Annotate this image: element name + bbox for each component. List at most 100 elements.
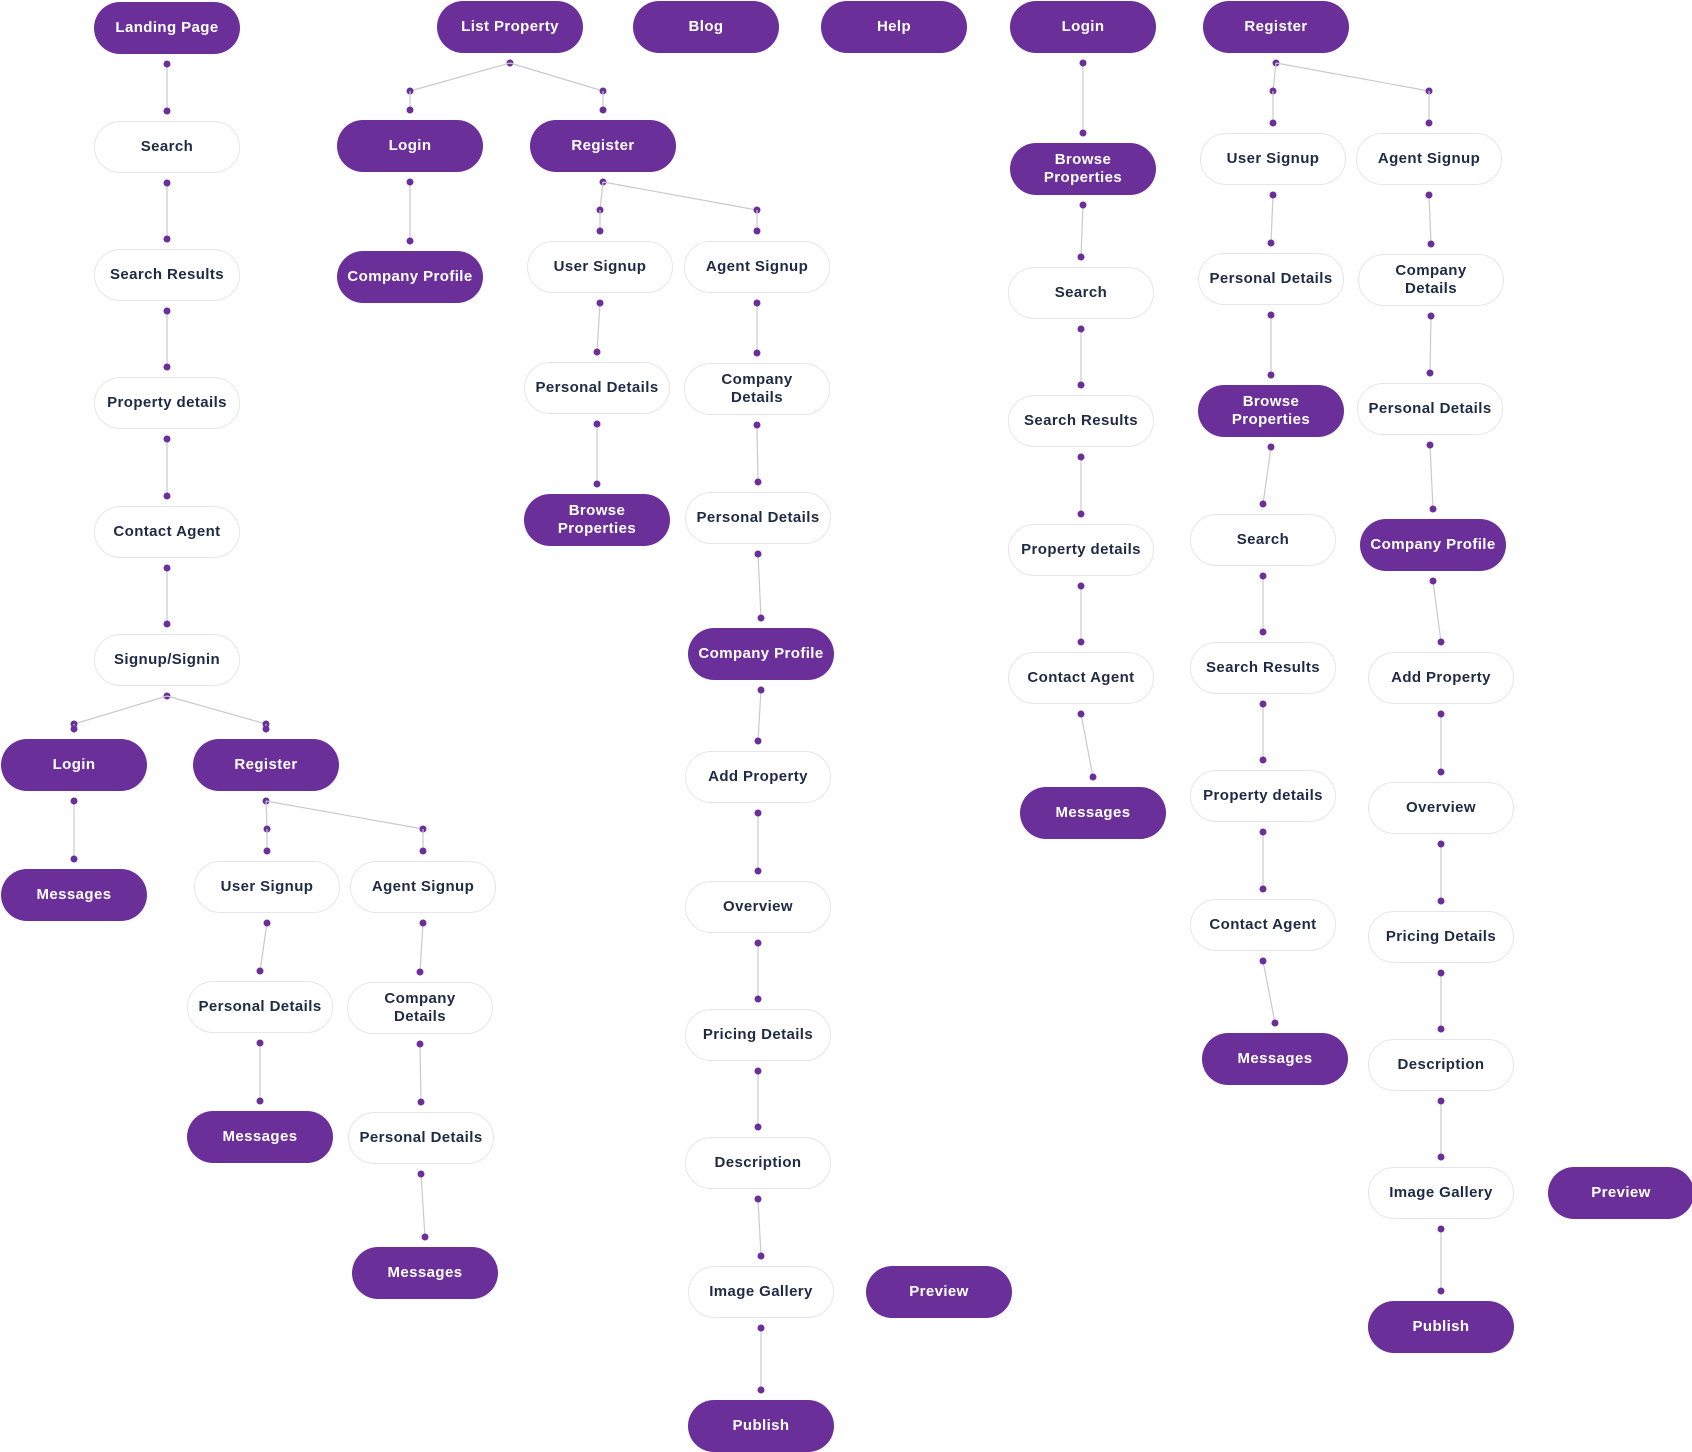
connector-lst-agent-personal-lst-agent-profile (754, 550, 765, 622)
node-lst-agent-signup: Agent Signup (684, 241, 830, 293)
node-rg-agent-company: Company Details (1358, 254, 1504, 306)
node-lg-contact-agent: Contact Agent (1008, 652, 1154, 704)
connector-rg-overview-rg-pricing (1437, 840, 1445, 905)
node-lg-property-details: Property details (1008, 524, 1154, 576)
node-rg-add-property: Add Property (1368, 652, 1514, 704)
node-lp-property-details: Property details (94, 377, 240, 429)
connector-lp-property-details-lp-contact-agent (163, 435, 171, 500)
connector-lp-search-results-lp-property-details (163, 307, 171, 371)
node-lp-agent-messages: Messages (352, 1247, 498, 1299)
connector-rg-user-personal-rg-user-browse (1267, 311, 1275, 379)
connector-lst-add-property-lst-overview (754, 809, 762, 875)
node-lst-user-signup: User Signup (527, 241, 673, 293)
connector-branch-list-property (406, 59, 607, 114)
connector-lst-user-signup-lst-user-personal (593, 299, 604, 356)
connector-rg-user-browse-rg-search (1259, 443, 1275, 508)
connector-rg-search-rg-search-results (1259, 572, 1267, 636)
connector-lg-contact-agent-lg-messages (1077, 710, 1097, 781)
connector-lg-property-details-lg-contact-agent (1077, 582, 1085, 646)
node-lp-login: Login (1, 739, 147, 791)
node-rg-user-browse: Browse Properties (1198, 385, 1344, 437)
connector-rg-agent-company-rg-agent-personal (1426, 312, 1435, 377)
connector-rg-agent-personal-rg-agent-profile (1426, 441, 1437, 513)
connector-branch-register-top (1269, 59, 1433, 127)
node-lp-agent-company: Company Details (347, 982, 493, 1034)
node-lst-publish: Publish (688, 1400, 834, 1452)
connector-rg-agent-profile-rg-add-property (1429, 577, 1445, 646)
connector-branch-lst-register (596, 178, 761, 235)
node-blog: Blog (633, 1, 779, 53)
connector-lst-login-lst-company-profile (406, 178, 414, 245)
connector-lst-pricing-lst-description (754, 1067, 762, 1131)
node-lg-messages: Messages (1020, 787, 1166, 839)
node-rg-agent-profile: Company Profile (1360, 519, 1506, 571)
node-help: Help (821, 1, 967, 53)
connector-login-top-lg-browse (1079, 59, 1087, 137)
node-lg-browse: Browse Properties (1010, 143, 1156, 195)
node-list-property: List Property (437, 1, 583, 53)
node-lst-agent-profile: Company Profile (688, 628, 834, 680)
connector-rg-property-details-rg-contact-agent (1259, 828, 1267, 893)
node-lp-agent-personal: Personal Details (348, 1112, 494, 1164)
node-rg-pricing: Pricing Details (1368, 911, 1514, 963)
node-lg-search: Search (1008, 267, 1154, 319)
node-lst-register: Register (530, 120, 676, 172)
node-lst-company-profile: Company Profile (337, 251, 483, 303)
connector-lst-agent-profile-lst-add-property (754, 686, 765, 745)
connector-branch-lp-signup-signin (70, 692, 270, 733)
connector-lp-user-signup-lp-user-personal (256, 919, 271, 975)
node-rg-preview: Preview (1548, 1167, 1692, 1219)
node-lst-agent-company: Company Details (684, 363, 830, 415)
node-lst-gallery: Image Gallery (688, 1266, 834, 1318)
connector-lst-user-personal-lst-user-browse (593, 420, 601, 488)
connector-rg-pricing-rg-description (1437, 969, 1445, 1033)
node-lst-user-browse: Browse Properties (524, 494, 670, 546)
connector-lp-agent-company-lp-agent-personal (416, 1040, 425, 1106)
node-lst-agent-personal: Personal Details (685, 492, 831, 544)
connector-branch-lp-register (262, 797, 427, 855)
connector-lp-user-personal-lp-user-messages (256, 1039, 264, 1105)
node-lp-search: Search (94, 121, 240, 173)
connector-lst-agent-signup-lst-agent-company (753, 299, 761, 357)
node-lg-search-results: Search Results (1008, 395, 1154, 447)
node-login-top: Login (1010, 1, 1156, 53)
connector-landing-page-lp-search (163, 60, 171, 115)
node-lst-preview: Preview (866, 1266, 1012, 1318)
connector-lst-agent-company-lst-agent-personal (753, 421, 762, 486)
node-rg-contact-agent: Contact Agent (1190, 899, 1336, 951)
connector-lst-gallery-lst-publish (757, 1324, 765, 1394)
connector-lg-browse-lg-search (1077, 201, 1087, 261)
node-rg-agent-signup: Agent Signup (1356, 133, 1502, 185)
connector-lp-agent-signup-lp-agent-company (416, 919, 427, 976)
node-lp-user-messages: Messages (187, 1111, 333, 1163)
node-lp-user-signup: User Signup (194, 861, 340, 913)
node-lp-signup-signin: Signup/Signin (94, 634, 240, 686)
connector-lp-login-lp-login-messages (70, 797, 78, 863)
connector-rg-gallery-rg-publish (1437, 1225, 1445, 1295)
connector-lst-overview-lst-pricing (754, 939, 762, 1003)
connector-rg-agent-signup-rg-agent-company (1425, 191, 1435, 248)
connector-rg-user-signup-rg-user-personal (1267, 191, 1277, 247)
node-rg-publish: Publish (1368, 1301, 1514, 1353)
connector-lg-search-lg-search-results (1077, 325, 1085, 389)
node-lp-user-personal: Personal Details (187, 981, 333, 1033)
node-lst-overview: Overview (685, 881, 831, 933)
node-rg-search-results: Search Results (1190, 642, 1336, 694)
node-rg-messages: Messages (1202, 1033, 1348, 1085)
node-lp-search-results: Search Results (94, 249, 240, 301)
node-rg-user-signup: User Signup (1200, 133, 1346, 185)
node-rg-property-details: Property details (1190, 770, 1336, 822)
connector-lp-contact-agent-lp-signup-signin (163, 564, 171, 628)
connector-rg-add-property-rg-overview (1437, 710, 1445, 776)
node-lst-login: Login (337, 120, 483, 172)
node-lst-add-property: Add Property (685, 751, 831, 803)
node-rg-search: Search (1190, 514, 1336, 566)
node-lst-pricing: Pricing Details (685, 1009, 831, 1061)
node-rg-agent-personal: Personal Details (1357, 383, 1503, 435)
node-lst-description: Description (685, 1137, 831, 1189)
node-lp-agent-signup: Agent Signup (350, 861, 496, 913)
connector-lp-search-lp-search-results (163, 179, 171, 243)
node-lp-register: Register (193, 739, 339, 791)
